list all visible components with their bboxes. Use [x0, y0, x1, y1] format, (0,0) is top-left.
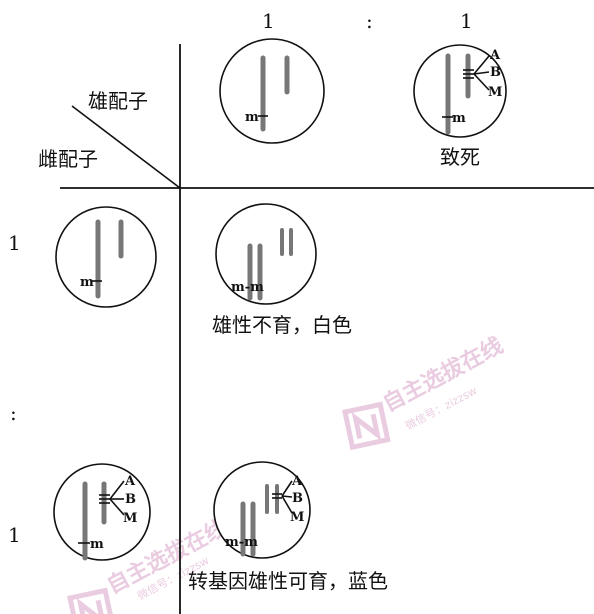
- gene-label-m: m: [245, 110, 259, 125]
- watermark-logo: [342, 401, 391, 451]
- male-gamete-m-cell: m: [219, 38, 325, 144]
- ratio-top-right: 1: [460, 9, 473, 33]
- gene-label-m: m: [90, 537, 104, 552]
- result-fertile-blue: 转基因雄性可育，蓝色: [188, 569, 388, 593]
- result-sterile-white: 雄性不育，白色: [212, 313, 352, 337]
- male-gamete-mABM-cell: A B M m: [413, 44, 507, 138]
- ratio-left-colon: :: [10, 401, 17, 425]
- male-gamete-label: 雄配子: [88, 89, 148, 113]
- gene-label-m: m: [452, 111, 466, 126]
- gene-label-M: M: [290, 510, 304, 525]
- ratio-top-left: 1: [262, 9, 275, 33]
- corner-diagonal-line: [71, 105, 181, 189]
- ratio-top-colon: :: [366, 9, 373, 33]
- female-gamete-label: 雌配子: [38, 147, 98, 171]
- ratio-left-bottom: 1: [8, 523, 21, 547]
- result-lethal: 致死: [440, 145, 480, 169]
- female-gamete-m-cell: m: [55, 206, 157, 308]
- gene-label-A: A: [124, 474, 136, 489]
- gene-label-A: A: [489, 48, 501, 63]
- female-gamete-mABM-cell: A B M m: [53, 463, 151, 561]
- gene-label-M: M: [123, 511, 137, 526]
- offspring-mmABM-cell: A B M m-m: [213, 461, 311, 559]
- gene-label-B: B: [125, 492, 136, 507]
- ratio-left-top: 1: [8, 231, 21, 255]
- watermark-logo-2: [67, 587, 116, 614]
- gene-label-mm: m-m: [231, 280, 264, 295]
- gene-label-M: M: [488, 85, 502, 100]
- gene-label-A: A: [291, 474, 303, 489]
- gene-label-mm: m-m: [225, 535, 258, 550]
- gene-label-B: B: [490, 65, 501, 80]
- gene-label-m: m: [80, 275, 94, 290]
- offspring-mm-cell: m-m: [215, 203, 317, 305]
- gene-label-B: B: [292, 491, 303, 506]
